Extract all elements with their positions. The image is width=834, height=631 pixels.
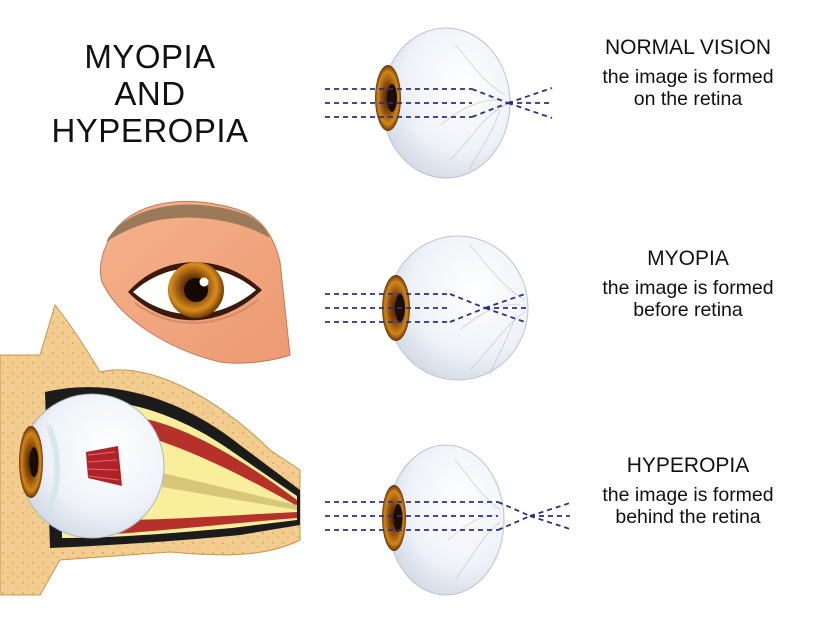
eyeball-hyperopia — [325, 444, 571, 596]
label-myopia: MYOPIA the image is formed before retina — [578, 246, 798, 321]
heading-hyperopia: HYPEROPIA — [626, 454, 750, 477]
caption-hyperopia-line-1: the image is formed — [602, 484, 774, 506]
caption-hyperopia-line-2: behind the retina — [615, 506, 761, 528]
eyeball-normal — [325, 27, 553, 179]
eyebrow — [106, 204, 270, 242]
title-line-1: MYOPIA — [84, 38, 216, 75]
light-rays-hyperopia — [325, 501, 571, 531]
label-hyperopia: HYPEROPIA the image is formed behind the… — [578, 453, 798, 528]
heading-myopia: MYOPIA — [647, 247, 729, 270]
caption-myopia-line-1: the image is formed — [602, 277, 774, 299]
title-line-3: HYPEROPIA — [51, 112, 249, 149]
caption-myopia-line-2: before retina — [633, 299, 743, 321]
orbit-cross-section — [0, 303, 301, 596]
eyeball-myopia — [325, 235, 529, 381]
caption-normal-line-2: on the retina — [633, 88, 743, 110]
heading-normal-vision: NORMAL VISION — [604, 36, 772, 59]
light-rays-normal — [325, 87, 553, 119]
title-line-2: AND — [114, 75, 186, 112]
diagram-title: MYOPIA AND HYPEROPIA — [40, 38, 260, 149]
caption-normal-line-1: the image is formed — [602, 66, 774, 88]
label-normal-vision: NORMAL VISION the image is formed on the… — [578, 35, 798, 110]
light-rays-myopia — [325, 293, 528, 323]
front-eye-illustration — [99, 200, 291, 364]
